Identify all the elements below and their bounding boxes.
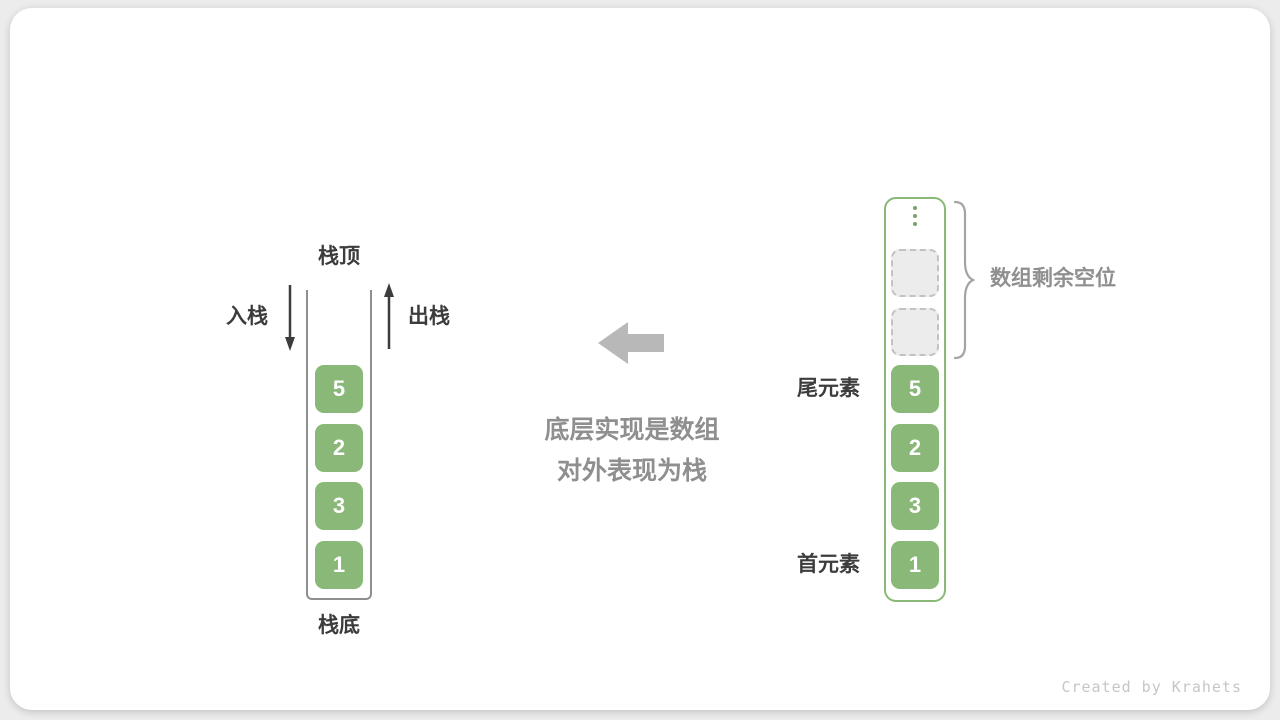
array-cell: 1 [891,541,939,589]
stack-cell: 3 [315,482,363,530]
arrow-left-icon [598,322,664,364]
caption-line1: 底层实现是数组 [544,416,720,444]
stack-cell: 5 [315,365,363,413]
push-label: 入栈 [226,305,268,328]
caption: 底层实现是数组 对外表现为栈 [482,410,782,492]
pop-label: 出栈 [408,305,450,328]
caption-line2: 对外表现为栈 [556,457,707,485]
array-empty-slot [891,249,939,297]
card [10,8,1270,710]
array-cell: 5 [891,365,939,413]
stack-cell: 1 [315,541,363,589]
array-cell: 3 [891,482,939,530]
pop-arrow-up-icon [384,283,394,349]
curly-brace-right-icon [953,200,976,360]
array-empty-slot [891,308,939,356]
stack-cell: 2 [315,424,363,472]
stack-top-label: 栈顶 [318,245,360,268]
head-element-label: 首元素 [797,553,860,576]
credit-text: Created by Krahets [1061,678,1242,696]
tail-element-label: 尾元素 [797,377,860,400]
vertical-ellipsis-icon [913,206,917,226]
array-cell: 2 [891,424,939,472]
push-arrow-down-icon [285,285,295,351]
remaining-slots-label: 数组剩余空位 [990,267,1116,290]
stack-bottom-label: 栈底 [318,614,360,637]
